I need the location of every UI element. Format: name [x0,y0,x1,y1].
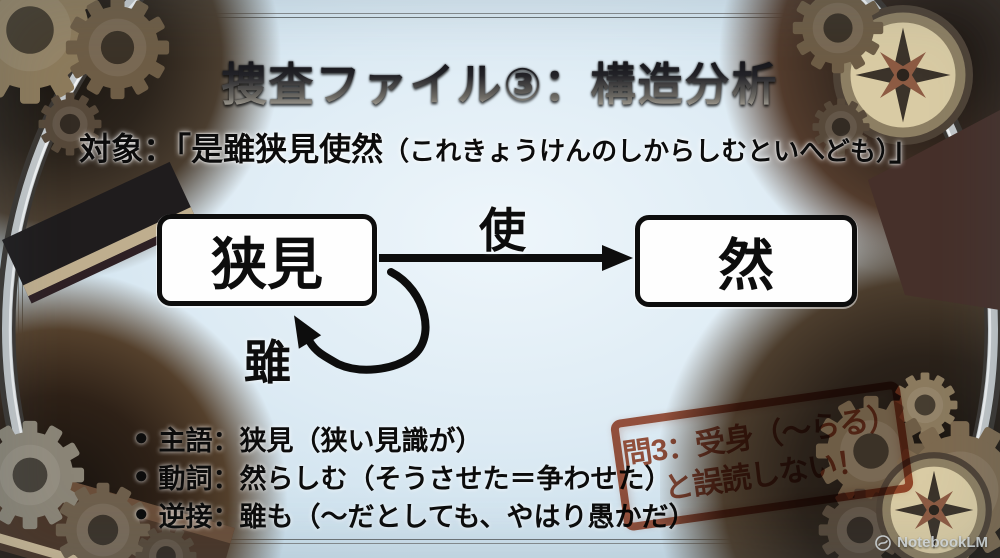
wood-plank [868,110,1000,310]
bullet-text: 逆接：雖も（〜だとしても、やはり愚かだ） [158,501,696,532]
result-node: 然 [635,215,857,307]
concessive-loop-label: 雖 [244,336,291,389]
analysis-target-line: 対象：「是雖狭見使然（これきょうけんのしからしむといへども）」 [0,124,1000,170]
list-item: ● 逆接：雖も（〜だとしても、やはり愚かだ） [134,495,696,533]
bullet-icon: ● [134,424,149,451]
watermark: NotebookLM [875,534,988,551]
bullet-icon: ● [134,462,149,489]
target-close-bracket: 」 [888,131,921,167]
list-item: ● 動詞：然らしむ（そうさせた＝争わせた） [134,457,696,495]
subject-node: 狭見 [157,214,377,306]
list-item: ● 主語：狭見（狭い見識が） [134,419,696,457]
target-reading: （これきょうけんのしからしむといへども） [383,136,889,166]
gear-icon [2,161,200,304]
target-text: 対象：「是雖狭見使然 [79,131,384,167]
analysis-bullet-list: ● 主語：狭見（狭い見識が） ● 動詞：然らしむ（そうさせた＝争わせた） ● 逆… [134,419,696,533]
bullet-text: 動詞：然らしむ（そうさせた＝争わせた） [158,463,672,494]
bullet-icon: ● [134,500,149,527]
notebooklm-logo-icon [875,534,891,551]
watermark-label: NotebookLM [897,534,988,551]
bullet-text: 主語：狭見（狭い見識が） [158,425,483,456]
causative-arrow-label: 使 [479,204,526,257]
page-title: 捜査ファイル③：構造分析 [0,48,1000,113]
